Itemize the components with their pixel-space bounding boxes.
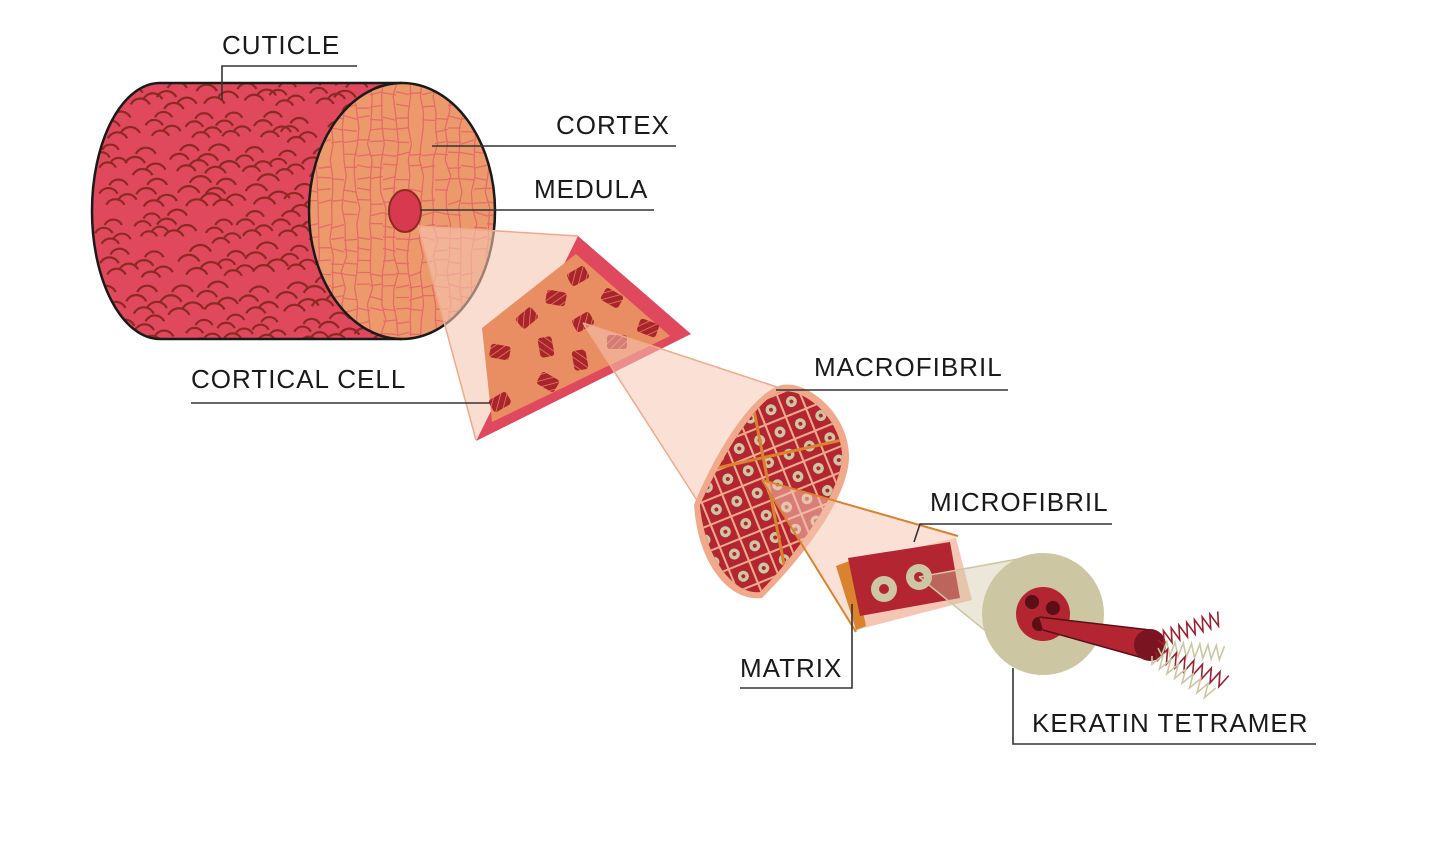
microfibril bbox=[836, 538, 972, 630]
label-matrix: MATRIX bbox=[740, 653, 842, 683]
leader-microfibril bbox=[913, 523, 1112, 543]
label-keratin-tetramer: KERATIN TETRAMER bbox=[1032, 708, 1309, 738]
tetramer-helices bbox=[1151, 611, 1230, 700]
label-macrofibril: MACROFIBRIL bbox=[814, 352, 1003, 382]
zoom-beam-microfibril bbox=[762, 480, 958, 632]
label-cortex: CORTEX bbox=[556, 110, 670, 140]
leader-lines bbox=[191, 65, 1316, 745]
labels: CUTICLE CORTEX MEDULA CORTICAL CELL MACR… bbox=[191, 30, 1309, 738]
leader-matrix bbox=[740, 604, 853, 689]
leader-keratin-tetramer bbox=[1012, 668, 1316, 745]
hair-shaft-cylinder bbox=[90, 81, 497, 341]
label-medula: MEDULA bbox=[534, 174, 648, 204]
cuticle-surface bbox=[92, 83, 402, 339]
keratin-tetramer bbox=[982, 553, 1230, 700]
label-cuticle: CUTICLE bbox=[222, 30, 340, 60]
label-microfibril: MICROFIBRIL bbox=[930, 487, 1109, 517]
medula-core bbox=[388, 189, 422, 233]
leader-cuticle bbox=[221, 65, 357, 100]
cortical-cell bbox=[476, 236, 691, 441]
label-cortical-cell: CORTICAL CELL bbox=[191, 364, 406, 394]
